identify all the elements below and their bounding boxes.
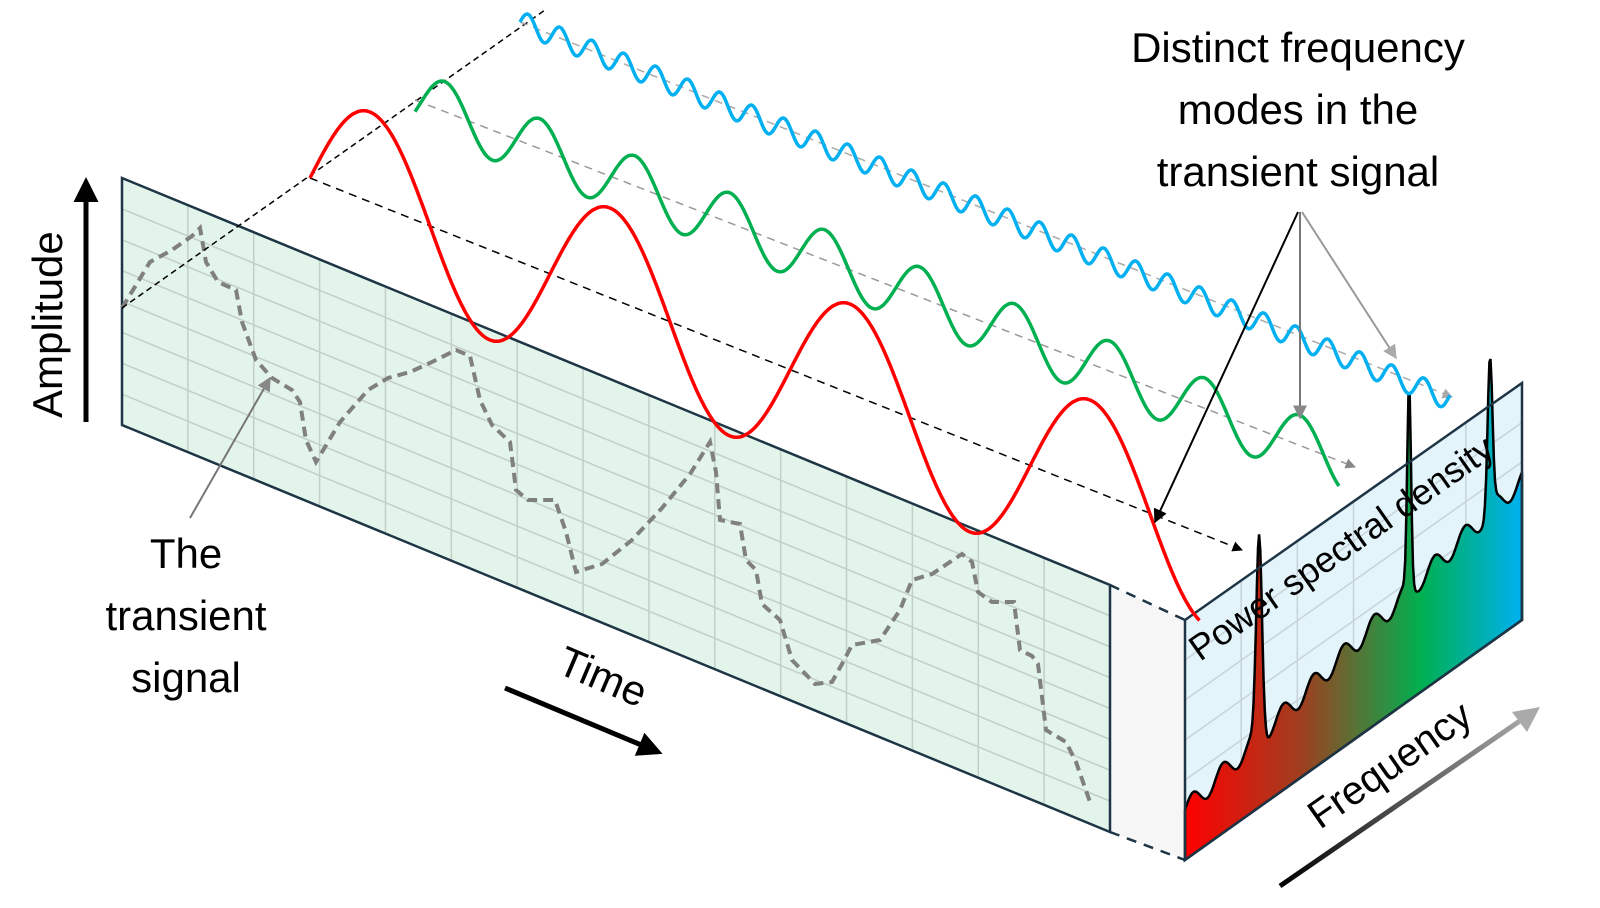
transient-signal-curve <box>120 223 1092 803</box>
frequency-arrowhead-icon <box>1512 707 1540 732</box>
low-frequency-mode-wave <box>308 108 1201 622</box>
green-mode-baseline-arrow <box>414 99 1356 469</box>
transient-label-line: The <box>150 530 222 577</box>
transient-label-line: signal <box>131 654 241 701</box>
grid-line <box>121 208 1111 617</box>
high-frequency-mode-wave <box>518 12 1452 409</box>
mode-pointer-arrow-blue <box>1301 211 1397 360</box>
grid-line <box>1184 461 1523 701</box>
time-label: Time <box>551 637 654 716</box>
time-panel-grid <box>121 205 1111 805</box>
mode-pointer-arrow-red <box>1153 211 1299 524</box>
connector-bottom-dashed <box>1109 830 1186 862</box>
time-axis-arrow <box>504 685 663 756</box>
transient-label-line: transient <box>105 592 266 639</box>
grid-line <box>121 393 1111 802</box>
amplitude-label: Amplitude <box>24 231 71 418</box>
grid-line <box>121 331 1111 741</box>
grid-line <box>121 269 1111 679</box>
frequency-axis-arrow <box>1278 711 1532 889</box>
grid-line <box>121 239 1111 648</box>
grid-line <box>121 300 1111 710</box>
modes-label-line: modes in the <box>1178 86 1418 133</box>
projection-guide-line <box>121 9 546 309</box>
modes-label-line: Distinct frequency <box>1131 24 1465 71</box>
blue-mode-baseline-arrow <box>519 21 1453 399</box>
psd-panel-border <box>1183 380 1524 863</box>
grid-line <box>121 362 1111 771</box>
time-panel-border <box>120 176 1112 834</box>
transient-signal-label: The transient signal <box>105 530 266 701</box>
transient-pointer-arrow <box>189 376 271 519</box>
modes-label: Distinct frequency modes in the transien… <box>1131 24 1465 195</box>
connector-top-dashed <box>1109 583 1186 622</box>
panel-connector <box>1110 585 1185 860</box>
grid-line <box>1184 421 1523 661</box>
psd-spectrum <box>1183 358 1524 863</box>
mid-frequency-mode-wave <box>413 79 1341 487</box>
modes-label-line: transient signal <box>1157 148 1440 195</box>
